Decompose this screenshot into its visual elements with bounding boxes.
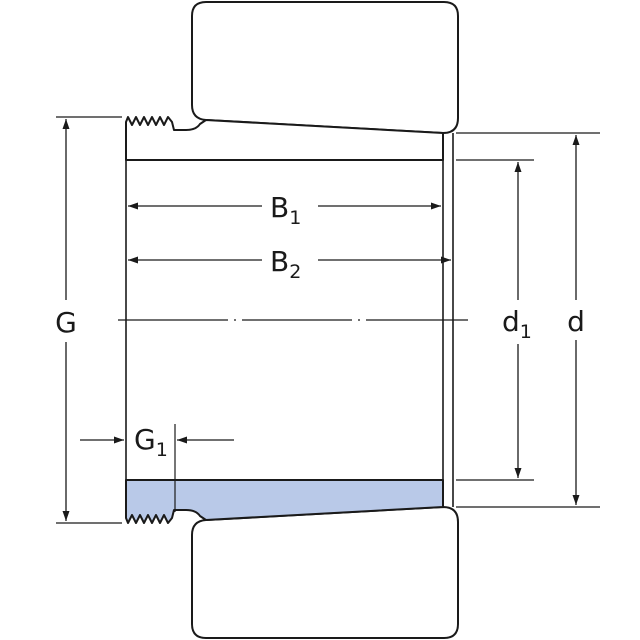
lower-bearing-ring [191,505,459,639]
label-g1: G1 [134,423,168,461]
label-d: d [567,305,585,338]
label-b1: B1 [270,191,301,229]
lower-sleeve-section [125,479,444,524]
upper-bearing-ring [191,1,459,135]
label-g: G [55,306,77,339]
label-d1: d1 [502,305,532,343]
upper-sleeve-section [125,116,444,161]
label-b2: B2 [270,245,301,283]
extension-lines [56,116,600,524]
